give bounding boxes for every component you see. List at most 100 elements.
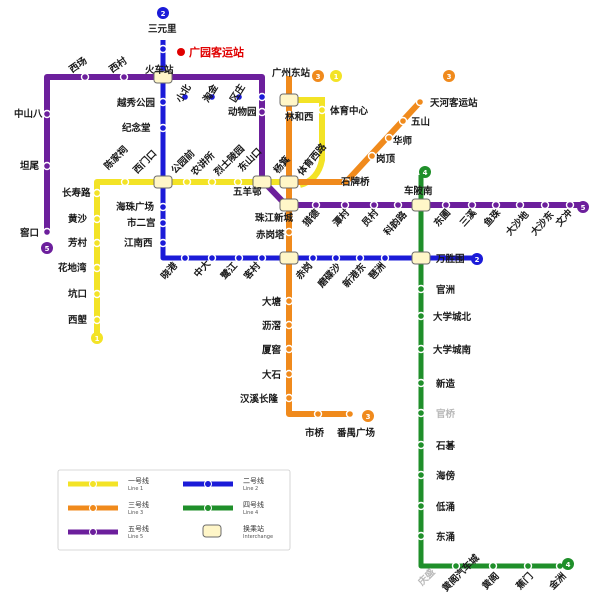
station-dot[interactable]	[488, 561, 498, 571]
station-dot[interactable]	[234, 253, 244, 263]
station-dot[interactable]	[92, 238, 102, 248]
station-dot[interactable]	[384, 133, 394, 143]
station-dot[interactable]	[451, 561, 461, 571]
station-dot[interactable]	[207, 177, 217, 187]
station-dot[interactable]	[416, 531, 426, 541]
station-dot[interactable]	[355, 253, 365, 263]
line1-stations	[92, 105, 327, 325]
station-dot[interactable]	[120, 177, 130, 187]
station-dot[interactable]	[92, 315, 102, 325]
station-dot[interactable]	[207, 92, 217, 102]
station-dot[interactable]	[257, 253, 267, 263]
line5-badge[interactable]	[577, 201, 589, 213]
station-dot[interactable]	[416, 344, 426, 354]
station-dot[interactable]	[182, 177, 192, 187]
station-dot[interactable]	[416, 440, 426, 450]
station-dot[interactable]	[308, 253, 318, 263]
station-dot[interactable]	[92, 214, 102, 224]
line4-badge[interactable]	[419, 166, 431, 178]
station-dot[interactable]	[284, 320, 294, 330]
station-dot[interactable]	[416, 378, 426, 388]
station-dot[interactable]	[42, 161, 52, 171]
station-dot[interactable]	[158, 238, 168, 248]
station-label: 坑口	[68, 288, 87, 300]
station-dot[interactable]	[284, 110, 294, 120]
line5-badge-2[interactable]	[41, 242, 53, 254]
station-dot[interactable]	[180, 253, 190, 263]
line2-badge[interactable]	[157, 7, 169, 19]
station-dot[interactable]	[158, 123, 168, 133]
station-dot[interactable]	[515, 200, 525, 210]
interchange-icon[interactable]	[153, 175, 173, 189]
station-dot[interactable]	[331, 253, 341, 263]
station-dot[interactable]	[207, 253, 217, 263]
station-dot[interactable]	[340, 200, 350, 210]
station-dot[interactable]	[158, 218, 168, 228]
station-label: 赤岗塔	[256, 229, 285, 241]
line1-badge[interactable]	[330, 70, 342, 82]
station-dot[interactable]	[158, 97, 168, 107]
station-dot[interactable]	[415, 97, 425, 107]
line3-badge-2[interactable]	[443, 70, 455, 82]
station-dot[interactable]	[313, 409, 323, 419]
station-dot[interactable]	[345, 409, 355, 419]
station-dot[interactable]	[180, 92, 190, 102]
station-dot[interactable]	[398, 116, 408, 126]
line3-badge-3[interactable]	[362, 410, 374, 422]
station-dot[interactable]	[284, 344, 294, 354]
interchange-icon[interactable]	[279, 175, 299, 189]
station-dot[interactable]	[380, 253, 390, 263]
station-dot[interactable]	[540, 200, 550, 210]
line3-badge[interactable]	[312, 70, 324, 82]
station-dot[interactable]	[284, 227, 294, 237]
station-dot[interactable]	[416, 284, 426, 294]
station-dot[interactable]	[257, 107, 267, 117]
station-label: 黄沙	[68, 213, 88, 225]
station-dot[interactable]	[42, 109, 52, 119]
station-dot[interactable]	[565, 200, 575, 210]
interchange-icon[interactable]	[252, 175, 272, 189]
interchange-icon[interactable]	[279, 198, 299, 212]
station-dot[interactable]	[234, 92, 244, 102]
line4-badge-2[interactable]	[562, 558, 574, 570]
station-dot[interactable]	[80, 72, 90, 82]
station-dot[interactable]	[416, 501, 426, 511]
station-dot[interactable]	[416, 470, 426, 480]
interchange-icon[interactable]	[279, 251, 299, 265]
station-dot[interactable]	[257, 92, 267, 102]
legend-interchange-label: 换乘站	[243, 524, 264, 533]
station-dot[interactable]	[119, 72, 129, 82]
station-dot[interactable]	[523, 561, 533, 571]
interchange-icon[interactable]	[411, 251, 431, 265]
line2-badge-2[interactable]	[471, 253, 483, 265]
station-dot[interactable]	[416, 311, 426, 321]
line3-path	[286, 76, 350, 417]
station-dot[interactable]	[158, 44, 168, 54]
interchange-icon[interactable]	[153, 70, 173, 84]
station-dot[interactable]	[92, 188, 102, 198]
station-dot[interactable]	[416, 408, 426, 418]
station-label: 低涌	[435, 501, 455, 513]
station-dot[interactable]	[441, 200, 451, 210]
station-dot[interactable]	[367, 151, 377, 161]
station-dot[interactable]	[284, 393, 294, 403]
station-dot[interactable]	[233, 177, 243, 187]
interchange-icon[interactable]	[411, 198, 431, 212]
station-dot[interactable]	[341, 177, 351, 187]
station-dot[interactable]	[393, 200, 403, 210]
station-dot[interactable]	[284, 296, 294, 306]
station-dot[interactable]	[491, 200, 501, 210]
station-label: 海傍	[436, 470, 456, 482]
station-dot[interactable]	[92, 263, 102, 273]
station-dot[interactable]	[311, 200, 321, 210]
station-dot[interactable]	[317, 105, 327, 115]
station-dot[interactable]	[467, 200, 477, 210]
station-dot[interactable]	[284, 369, 294, 379]
station-dot[interactable]	[158, 202, 168, 212]
line1-badge-2[interactable]	[91, 332, 103, 344]
highlight-marker[interactable]	[177, 48, 185, 56]
station-dot[interactable]	[92, 289, 102, 299]
interchange-icon[interactable]	[279, 93, 299, 107]
station-dot[interactable]	[369, 200, 379, 210]
station-dot[interactable]	[42, 227, 52, 237]
